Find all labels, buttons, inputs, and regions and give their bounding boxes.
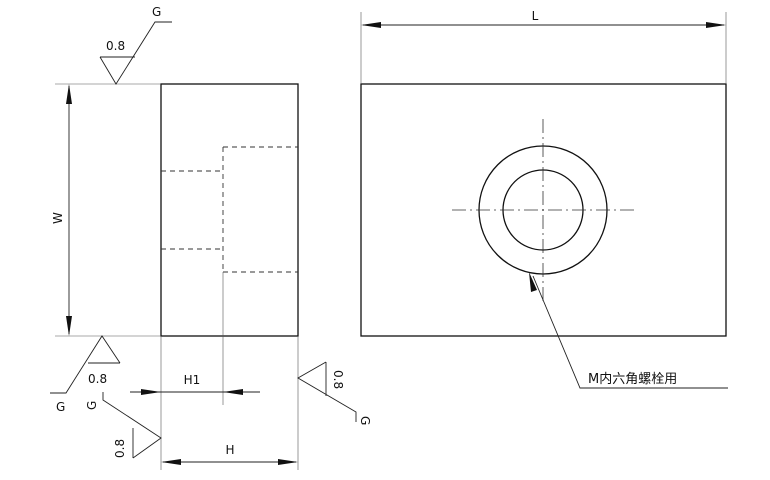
bolt-note-leader: M内六角螺栓用 xyxy=(529,272,728,389)
svg-text:G: G xyxy=(152,5,161,19)
side-view xyxy=(160,83,299,337)
surface-finish-symbol: 0.8 G xyxy=(50,335,121,414)
svg-text:G: G xyxy=(85,401,99,410)
width-dimension: W xyxy=(51,83,161,337)
svg-text:0.8: 0.8 xyxy=(331,370,345,389)
svg-text:0.8: 0.8 xyxy=(106,39,125,53)
height-dimension: H xyxy=(161,336,299,470)
surface-finish-symbol: 0.8 G xyxy=(85,392,162,459)
svg-text:G: G xyxy=(358,416,372,425)
length-dimension: L xyxy=(360,9,727,84)
height1-label: H1 xyxy=(184,373,201,387)
front-view xyxy=(360,83,727,337)
surface-finish-symbol: 0.8 G xyxy=(297,361,372,425)
width-label: W xyxy=(51,212,65,224)
length-label: L xyxy=(532,9,539,23)
svg-text:0.8: 0.8 xyxy=(113,439,127,458)
bolt-note-label: M内六角螺栓用 xyxy=(588,371,677,387)
svg-text:G: G xyxy=(56,400,65,414)
front-view-outline xyxy=(360,83,727,337)
svg-text:0.8: 0.8 xyxy=(88,372,107,386)
surface-finish-symbol: 0.8 G xyxy=(99,5,172,85)
side-view-outline xyxy=(160,83,299,337)
height-label: H xyxy=(225,443,234,457)
height1-dimension: H1 xyxy=(130,272,260,470)
